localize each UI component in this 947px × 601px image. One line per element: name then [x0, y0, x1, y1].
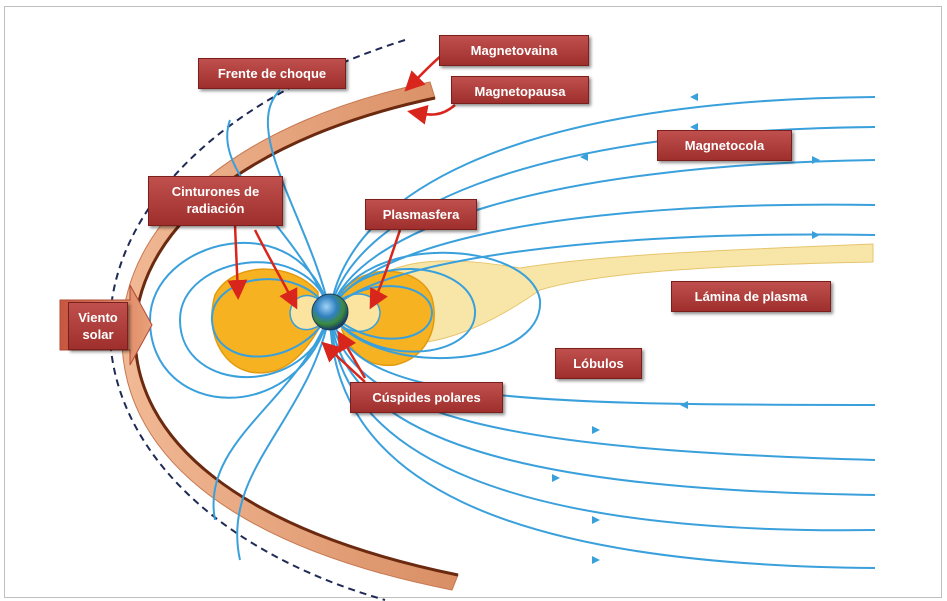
label-polar-cusps: Cúspides polares	[350, 382, 503, 413]
label-magnetopause: Magnetopausa	[451, 76, 589, 104]
label-magnetosheath: Magnetovaina	[439, 35, 589, 66]
label-lobes: Lóbulos	[555, 348, 642, 379]
label-magnetotail: Magnetocola	[657, 130, 792, 161]
label-plasma-sheet: Lámina de plasma	[671, 281, 831, 312]
callout-arrows	[227, 54, 456, 383]
label-shock-front: Frente de choque	[198, 58, 346, 89]
earth	[311, 293, 349, 331]
field-direction-arrows	[552, 93, 820, 564]
label-plasmasphere: Plasmasfera	[365, 199, 477, 230]
inner-radiation-belt-left	[289, 294, 321, 331]
shock-front	[108, 39, 406, 601]
label-radiation-belts: Cinturones de radiación	[148, 176, 283, 226]
plasma-sheet	[344, 243, 874, 345]
label-solar-wind: Viento solar	[68, 302, 128, 350]
